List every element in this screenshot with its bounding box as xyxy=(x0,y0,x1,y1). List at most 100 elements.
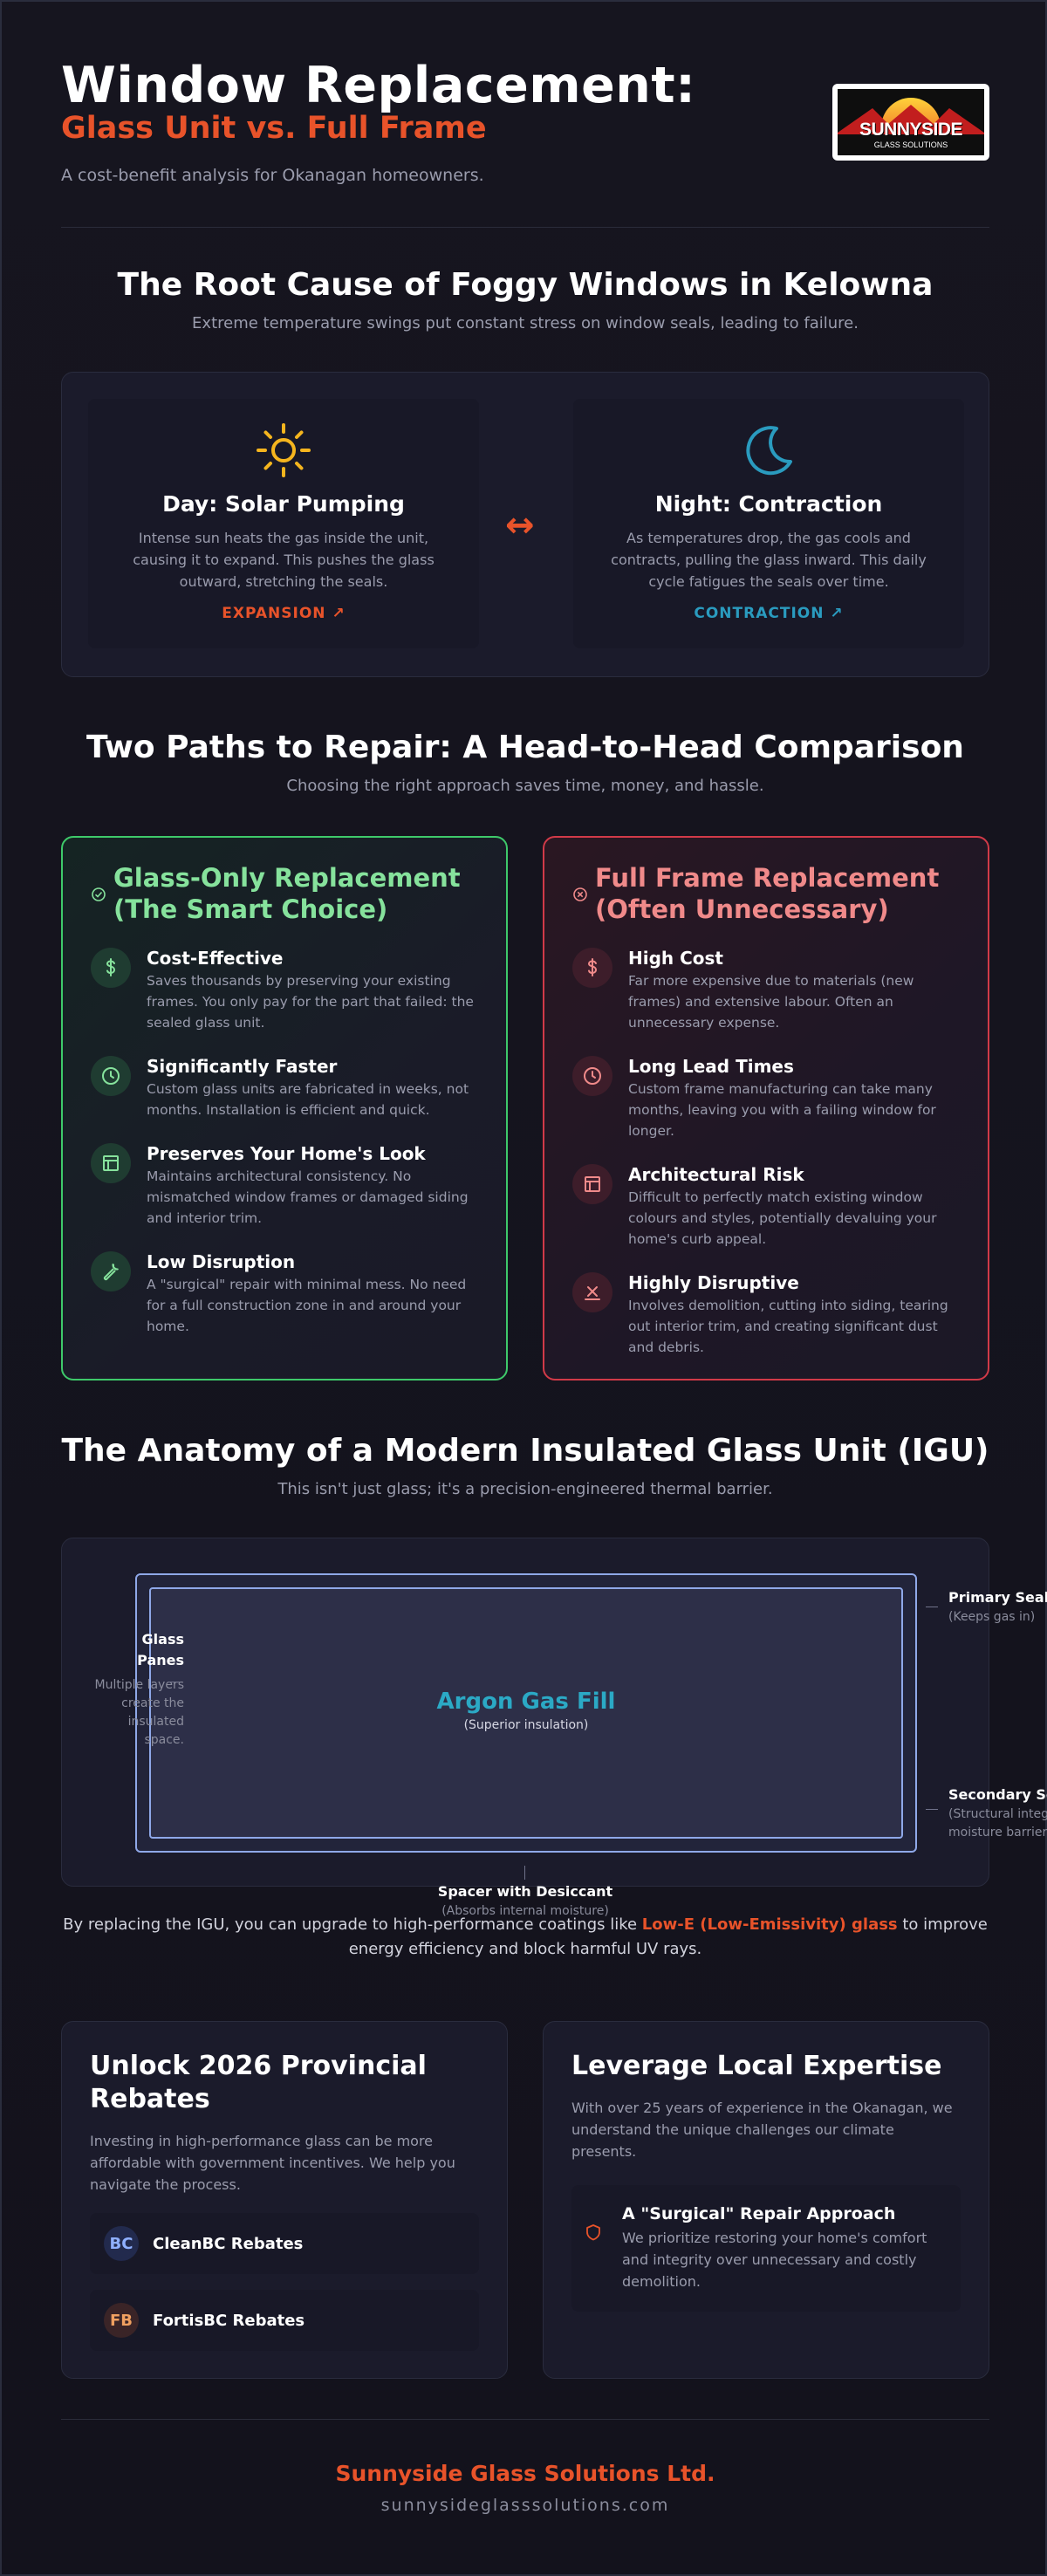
company-logo[interactable]: SUNNYSIDE GLASS SOLUTIONS xyxy=(832,84,989,161)
day-desc: Intense sun heats the gas inside the uni… xyxy=(133,530,435,590)
night-panel: Night: Contraction As temperatures drop,… xyxy=(573,399,964,648)
fortisbc-badge: FB xyxy=(104,2303,139,2338)
night-desc: As temperatures drop, the gas cools and … xyxy=(611,530,927,590)
glass-panes-label: Glass Panes Multiple layers create the i… xyxy=(71,1629,184,1750)
expertise-desc: With over 25 years of experience in the … xyxy=(571,2100,953,2160)
item-title: Preserves Your Home's Look xyxy=(147,1143,426,1164)
lowe-highlight: Low-E (Low-Emissivity) glass xyxy=(641,1915,898,1934)
item-desc: Custom glass units are fabricated in wee… xyxy=(147,1081,469,1118)
item-title: Significantly Faster xyxy=(147,1056,338,1077)
list-item: Long Lead Times Custom frame manufacturi… xyxy=(572,1056,960,1141)
spacer-desc: (Absorbs internal moisture) xyxy=(441,1904,609,1918)
item-desc: Maintains architectural consistency. No … xyxy=(147,1168,469,1226)
shield-icon xyxy=(585,2223,601,2292)
surgical-approach: A "Surgical" Repair Approach We prioriti… xyxy=(571,2185,961,2312)
divider xyxy=(61,2419,989,2420)
list-item: Cost-Effective Saves thousands by preser… xyxy=(91,948,478,1033)
igu-outer-frame: Argon Gas Fill (Superior insulation) xyxy=(135,1573,917,1853)
wrench-icon xyxy=(91,1251,131,1291)
item-desc: Custom frame manufacturing can take many… xyxy=(628,1081,936,1139)
item-title: High Cost xyxy=(628,948,723,969)
primary-seal-label: Primary Seal (Keeps gas in) xyxy=(948,1587,1047,1627)
surgical-desc: We prioritize restoring your home's comf… xyxy=(622,2230,927,2290)
expansion-tag: EXPANSION ↗ xyxy=(222,605,346,622)
leader-line xyxy=(524,1866,525,1880)
igu-inner-pane: Argon Gas Fill (Superior insulation) xyxy=(149,1587,903,1839)
night-title: Night: Contraction xyxy=(654,491,883,517)
rebates-card: Unlock 2026 Provincial Rebates Investing… xyxy=(61,2021,508,2379)
demolition-icon xyxy=(572,1272,612,1312)
logo-sun-graphic xyxy=(838,98,984,155)
compare-subtitle: Choosing the right approach saves time, … xyxy=(286,777,764,795)
list-item: Low Disruption A "surgical" repair with … xyxy=(91,1251,478,1337)
page-tagline: A cost-benefit analysis for Okanagan hom… xyxy=(61,166,484,185)
list-item: Architectural Risk Difficult to perfectl… xyxy=(572,1164,960,1250)
logo-name: SUNNYSIDE xyxy=(859,120,963,140)
panes-title: Glass Panes xyxy=(137,1631,184,1668)
divider xyxy=(61,227,989,228)
surgical-title: A "Surgical" Repair Approach xyxy=(622,2204,896,2223)
expertise-card: Leverage Local Expertise With over 25 ye… xyxy=(543,2021,989,2379)
day-title: Day: Solar Pumping xyxy=(162,491,405,517)
primary-title: Primary Seal xyxy=(948,1589,1047,1606)
window-icon xyxy=(91,1143,131,1183)
leader-line xyxy=(926,1809,938,1810)
list-item: High Cost Far more expensive due to mate… xyxy=(572,948,960,1033)
footer-url[interactable]: sunnysideglasssolutions.com xyxy=(380,2496,670,2515)
moon-icon xyxy=(573,420,964,481)
fog-card: Day: Solar Pumping Intense sun heats the… xyxy=(61,372,989,677)
full-frame-card: Full Frame Replacement (Often Unnecessar… xyxy=(543,836,989,1380)
fog-subtitle: Extreme temperature swings put constant … xyxy=(192,314,859,332)
argon-title: Argon Gas Fill xyxy=(436,1689,616,1715)
fortisbc-rebate[interactable]: FB FortisBC Rebates xyxy=(90,2290,479,2351)
day-panel: Day: Solar Pumping Intense sun heats the… xyxy=(88,399,479,648)
rebate-label: FortisBC Rebates xyxy=(153,2311,305,2330)
igu-diagram: Argon Gas Fill (Superior insulation) Gla… xyxy=(61,1538,1047,1887)
rebates-desc: Investing in high-performance glass can … xyxy=(90,2133,455,2193)
item-title: Architectural Risk xyxy=(628,1164,804,1185)
logo-small: GLASS SOLUTIONS xyxy=(873,140,948,149)
item-desc: Saves thousands by preserving your exist… xyxy=(147,973,474,1031)
argon-desc: (Superior insulation) xyxy=(463,1718,589,1732)
lowe-text: By replacing the IGU, you can upgrade to… xyxy=(63,1915,988,1958)
item-title: Low Disruption xyxy=(147,1251,296,1272)
check-circle-icon xyxy=(91,887,106,906)
page-title: Window Replacement: xyxy=(61,57,696,114)
full-frame-title: Full Frame Replacement (Often Unnecessar… xyxy=(595,863,940,924)
dollar-icon xyxy=(572,948,612,988)
x-circle-icon xyxy=(572,887,588,906)
double-arrow-icon: ↔ xyxy=(505,505,535,545)
igu-title: The Anatomy of a Modern Insulated Glass … xyxy=(61,1433,989,1469)
glass-only-card: Glass-Only Replacement (The Smart Choice… xyxy=(61,836,508,1380)
rebate-label: CleanBC Rebates xyxy=(153,2234,304,2253)
rebates-title: Unlock 2026 Provincial Rebates xyxy=(90,2051,427,2114)
footer-company: Sunnyside Glass Solutions Ltd. xyxy=(335,2461,715,2486)
clock-icon xyxy=(91,1056,131,1096)
compare-title: Two Paths to Repair: A Head-to-Head Comp… xyxy=(86,730,964,765)
item-title: Long Lead Times xyxy=(628,1056,794,1077)
list-item: Significantly Faster Custom glass units … xyxy=(91,1056,478,1120)
fog-title: The Root Cause of Foggy Windows in Kelow… xyxy=(117,267,934,303)
expertise-title: Leverage Local Expertise xyxy=(571,2051,942,2081)
item-desc: Involves demolition, cutting into siding… xyxy=(628,1298,948,1355)
list-item: Preserves Your Home's Look Maintains arc… xyxy=(91,1143,478,1229)
spacer-label: Spacer with Desiccant (Absorbs internal … xyxy=(2,1881,1047,1921)
primary-desc: (Keeps gas in) xyxy=(948,1610,1036,1624)
cleanbc-rebate[interactable]: BC CleanBC Rebates xyxy=(90,2213,479,2274)
secondary-seal-label: Secondary Seal (Structural integrity & m… xyxy=(948,1785,1047,1842)
secondary-title: Secondary Seal xyxy=(948,1786,1047,1803)
item-desc: Far more expensive due to materials (new… xyxy=(628,973,914,1031)
list-item: Highly Disruptive Involves demolition, c… xyxy=(572,1272,960,1358)
igu-subtitle: This isn't just glass; it's a precision-… xyxy=(277,1480,773,1498)
secondary-desc: (Structural integrity & moisture barrier… xyxy=(948,1807,1047,1840)
item-title: Cost-Effective xyxy=(147,948,284,969)
spacer-title: Spacer with Desiccant xyxy=(437,1883,613,1900)
header: Window Replacement: Glass Unit vs. Full … xyxy=(61,58,989,188)
sun-icon xyxy=(88,420,479,481)
cleanbc-badge: BC xyxy=(104,2226,139,2261)
item-title: Highly Disruptive xyxy=(628,1272,799,1293)
panes-desc: Multiple layers create the insulated spa… xyxy=(94,1678,184,1747)
page-subtitle: Glass Unit vs. Full Frame xyxy=(61,111,487,146)
dollar-icon xyxy=(91,948,131,988)
